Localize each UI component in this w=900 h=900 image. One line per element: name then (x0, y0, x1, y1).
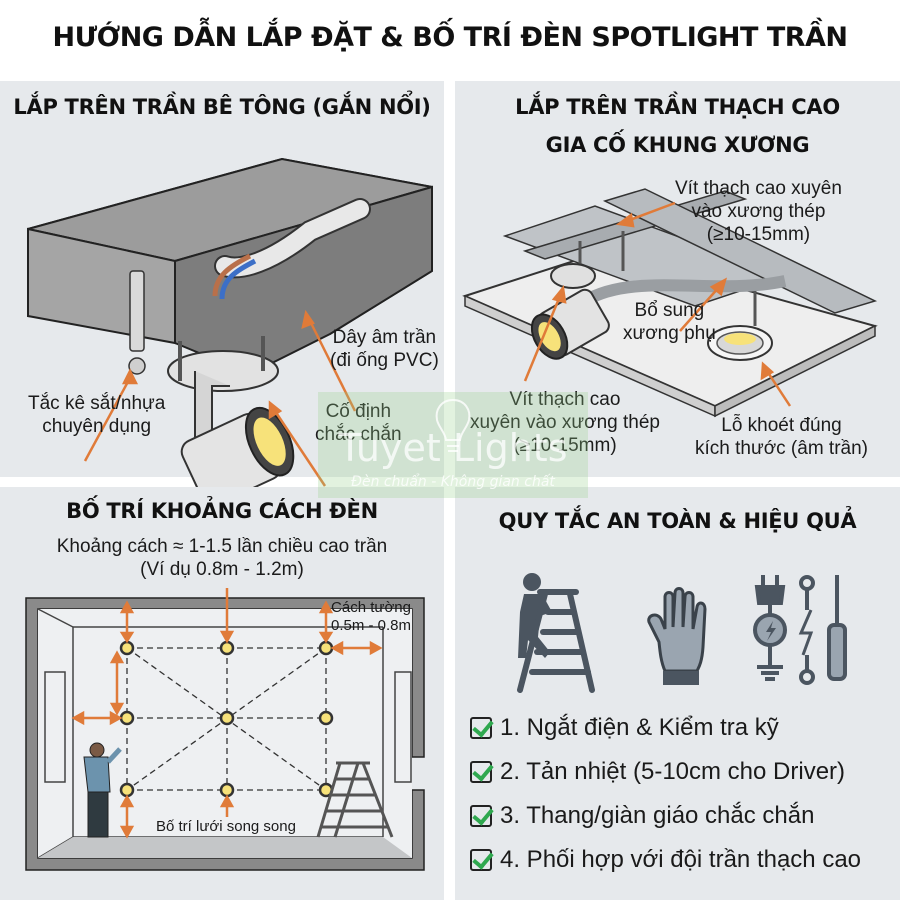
screw-bottom-line1: Vít thạch cao (509, 389, 621, 410)
wire-label-line1: Dây âm trần (332, 327, 437, 348)
fix-label: Cố định chắc chắn (315, 400, 402, 446)
person-figure (83, 742, 122, 838)
anchor-label-line1: Tắc kê sắt/nhựa (28, 393, 166, 414)
rule-item: 3. Thang/giàn giáo chắc chắn (470, 794, 861, 838)
wire-label: Dây âm trần (đi ống PVC) (330, 326, 439, 372)
panel-title-spacing: BỐ TRÍ KHOẢNG CÁCH ĐÈN (66, 499, 378, 523)
extra-frame-label: Bổ sung xương phụ (623, 299, 716, 345)
hole-line1: Lỗ khoét đúng (721, 415, 842, 436)
panel-safety-rules: QUY TẮC AN TOÀN & HIỆU QUẢ (455, 487, 900, 900)
rule-item: 2. Tản nhiệt (5-10cm cho Driver) (470, 750, 861, 794)
ladder-figure (316, 761, 394, 838)
rule-text: 4. Phối hợp với đội trần thạch cao (500, 846, 862, 873)
lamp-dots (119, 640, 334, 798)
panel-title-gypsum-line2: GIA CỐ KHUNG XƯƠNG (545, 133, 810, 157)
concrete-ceiling-illustration (27, 157, 433, 507)
spacing-subtitle: Khoảng cách ≈ 1-1.5 lần chiều cao trần (… (0, 535, 444, 581)
rule-text: 1. Ngắt điện & Kiểm tra kỹ (500, 714, 779, 741)
rule-item: 1. Ngắt điện & Kiểm tra kỹ (470, 706, 861, 750)
checkbox-checked-icon (470, 805, 492, 827)
lightbulb-icon (435, 398, 471, 452)
electrical-tools-icon (753, 575, 847, 685)
watermark-brand: Tuyet Lights (338, 426, 568, 470)
ladder-climber-icon (517, 573, 595, 693)
fix-label-line1: Cố định (325, 401, 392, 422)
grid-layout-label: Bố trí lưới song song (156, 818, 296, 835)
spacing-subtitle-line1: Khoảng cách ≈ 1-1.5 lần chiều cao trần (56, 536, 388, 557)
screw-top-line1: Vít thạch cao xuyên (675, 178, 842, 199)
panel-spacing-layout: BỐ TRÍ KHOẢNG CÁCH ĐÈN Khoảng cách ≈ 1-1… (0, 487, 444, 900)
safety-rules-list: 1. Ngắt điện & Kiểm tra kỹ 2. Tản nhiệt … (470, 706, 861, 882)
spacing-subtitle-line2: (Ví dụ 0.8m - 1.2m) (140, 559, 304, 580)
checkbox-checked-icon (470, 717, 492, 739)
checkbox-checked-icon (470, 761, 492, 783)
wall-distance-label: Cách tường 0.5m - 0.8m (331, 599, 411, 635)
screw-top-line3: (≥10-15mm) (706, 224, 811, 245)
panel-title-concrete: LẮP TRÊN TRẦN BÊ TÔNG (GẮN NỔI) (13, 95, 431, 119)
extra-frame-line1: Bổ sung (634, 300, 705, 321)
wall-distance-line1: Cách tường (331, 599, 411, 616)
gypsum-ceiling-illustration (462, 188, 878, 418)
anchor-label: Tắc kê sắt/nhựa chuyên dụng (28, 392, 165, 438)
rule-text: 2. Tản nhiệt (5-10cm cho Driver) (500, 758, 846, 785)
wall-distance-line2: 0.5m - 0.8m (331, 617, 412, 634)
screw-top-line2: vào xương thép (691, 201, 826, 222)
hole-label: Lỗ khoét đúng kích thước (âm trần) (695, 414, 868, 460)
anchor-label-line2: chuyên dụng (42, 416, 152, 437)
page-title: HƯỚNG DẪN LẮP ĐẶT & BỐ TRÍ ĐÈN SPOTLIGHT… (52, 22, 848, 53)
screw-bottom-label: Vít thạch cao xuyên vào xương thép (≥10-… (470, 388, 660, 457)
hole-line2: kích thước (âm trần) (695, 438, 868, 459)
panel-title-safety: QUY TẮC AN TOÀN & HIỆU QUẢ (498, 509, 857, 533)
screw-bottom-line3: (≥10-15mm) (513, 435, 617, 456)
panel-concrete-ceiling: LẮP TRÊN TRẦN BÊ TÔNG (GẮN NỔI) (0, 81, 444, 507)
rule-item: 4. Phối hợp với đội trần thạch cao (470, 838, 861, 882)
checkbox-checked-icon (470, 849, 492, 871)
watermark-slogan: Đèn chuẩn - Không gian chất (351, 474, 555, 490)
wire-label-line2: (đi ống PVC) (330, 350, 439, 371)
watermark: Tuyet Lights Đèn chuẩn - Không gian chất (318, 392, 588, 498)
fix-label-line2: chắc chắn (315, 424, 402, 445)
room-layout-diagram (25, 588, 425, 871)
panel-gypsum-ceiling: LẮP TRÊN TRẦN THẠCH CAO GIA CỐ KHUNG XƯƠ… (455, 81, 900, 477)
screw-bottom-line2: xuyên vào xương thép (470, 412, 660, 433)
panel-title-gypsum-line1: LẮP TRÊN TRẦN THẠCH CAO (515, 95, 840, 119)
screw-top-label: Vít thạch cao xuyên vào xương thép (≥10-… (675, 177, 842, 246)
glove-icon (647, 587, 707, 685)
rule-text: 3. Thang/giàn giáo chắc chắn (500, 802, 815, 829)
extra-frame-line2: xương phụ (623, 323, 716, 344)
